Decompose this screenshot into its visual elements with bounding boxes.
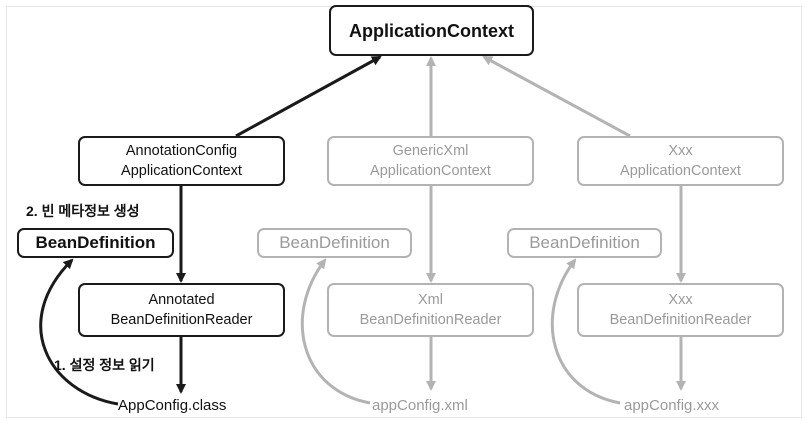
arrow-annotation-context-to-root — [235, 55, 382, 138]
annotated-reader-box: Annotated BeanDefinitionReader — [78, 283, 285, 337]
bean-definition-box-xml: BeanDefinition — [257, 228, 412, 258]
xxx-reader-box: Xxx BeanDefinitionReader — [577, 283, 784, 337]
bean-definition-box-xxx: BeanDefinition — [507, 228, 662, 258]
xxx-reader-line2: BeanDefinitionReader — [609, 312, 752, 328]
xxx-context-line2: ApplicationContext — [620, 163, 741, 179]
xxx-context-line1: Xxx — [668, 143, 693, 159]
bean-definition-label-annotation: BeanDefinition — [35, 233, 156, 252]
annotated-reader-line1: Annotated — [148, 292, 215, 308]
bean-definition-label-xxx: BeanDefinition — [529, 233, 640, 252]
xml-reader-line2: BeanDefinitionReader — [359, 312, 502, 328]
appconfig-xml-label: appConfig.xml — [372, 397, 468, 414]
application-context-box: ApplicationContext — [329, 5, 534, 56]
appconfig-class-label: AppConfig.class — [118, 397, 227, 414]
application-context-label: ApplicationContext — [349, 20, 514, 41]
bean-definition-label-xml: BeanDefinition — [279, 233, 390, 252]
xml-reader-box: Xml BeanDefinitionReader — [327, 283, 534, 337]
step-create-metadata-label: 2. 빈 메타정보 생성 — [26, 203, 140, 219]
xxx-context-box: Xxx ApplicationContext — [577, 136, 784, 186]
annotation-config-context-box: AnnotationConfig ApplicationContext — [78, 136, 285, 186]
annotation-config-context-line2: ApplicationContext — [121, 163, 242, 179]
xml-reader-line1: Xml — [418, 292, 443, 308]
curve-config-xml-to-beandefinition — [300, 258, 371, 405]
genericxml-context-line2: ApplicationContext — [370, 163, 491, 179]
bean-definition-box-annotation: BeanDefinition — [17, 228, 174, 258]
genericxml-context-box: GenericXml ApplicationContext — [327, 136, 534, 186]
genericxml-context-line1: GenericXml — [392, 143, 469, 159]
xxx-reader-line1: Xxx — [668, 292, 693, 308]
curve-config-xxx-to-beandefinition — [550, 258, 621, 405]
arrow-xxx-context-to-root — [482, 55, 631, 138]
annotation-config-context-line1: AnnotationConfig — [125, 143, 238, 159]
annotated-reader-line2: BeanDefinitionReader — [110, 312, 253, 328]
appconfig-xxx-label: appConfig.xxx — [624, 397, 720, 414]
curve-config-class-to-beandefinition — [39, 258, 119, 406]
step-read-config-label: 1. 설정 정보 읽기 — [54, 357, 155, 373]
